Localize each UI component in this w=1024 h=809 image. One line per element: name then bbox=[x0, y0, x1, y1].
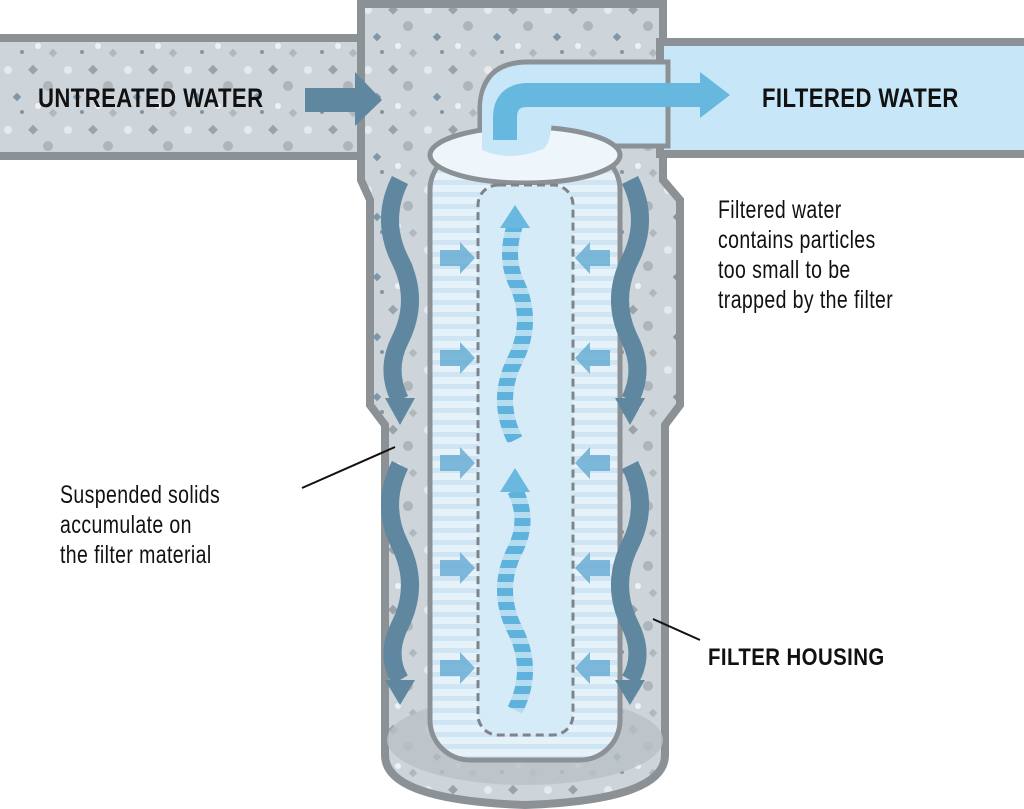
suspended-solids-note: Suspended solids accumulate on the filte… bbox=[60, 481, 221, 569]
upflow-arrows bbox=[497, 205, 533, 714]
filtered-flow-arrow bbox=[493, 72, 730, 140]
solids-leader-line bbox=[301, 446, 396, 489]
filter-housing-label: FILTER HOUSING bbox=[708, 644, 885, 671]
housing-leader-line bbox=[652, 618, 701, 641]
filtered-water-note: Filtered water contains particles too sm… bbox=[718, 196, 894, 314]
untreated-water-label: UNTREATED WATER bbox=[38, 83, 264, 113]
untreated-flow-arrow bbox=[305, 72, 382, 126]
downflow-arrows bbox=[381, 175, 649, 685]
filter-cartridge bbox=[427, 70, 623, 763]
inward-arrows bbox=[440, 242, 610, 684]
filtered-water-label: FILTERED WATER bbox=[762, 83, 959, 113]
